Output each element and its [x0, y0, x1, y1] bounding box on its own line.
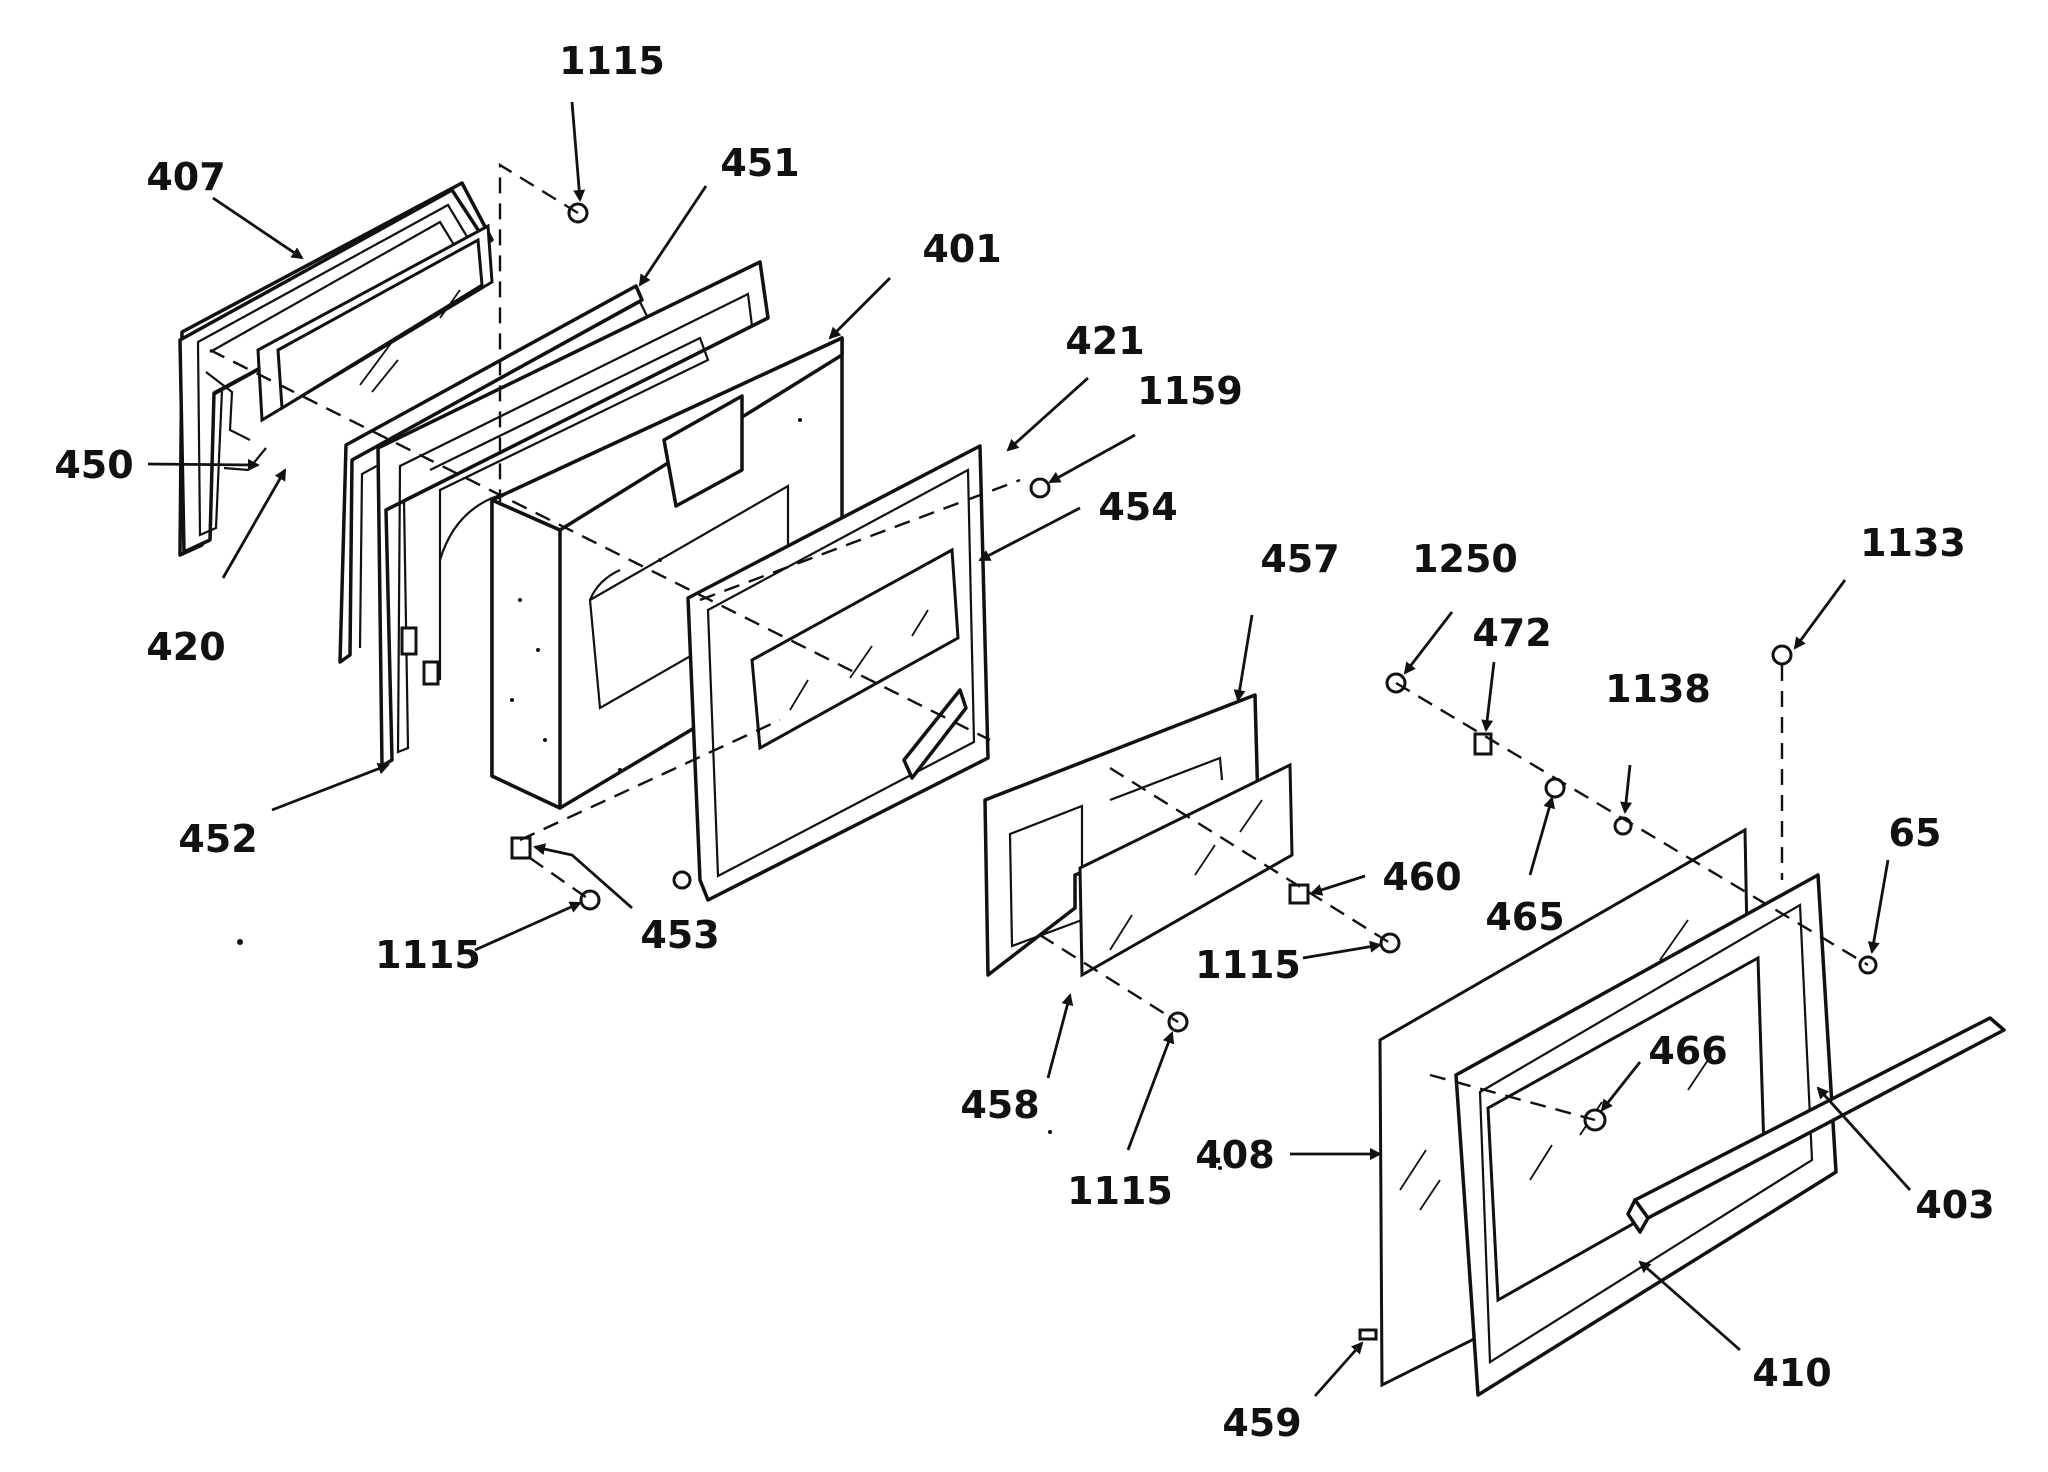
- label-452: 452: [178, 817, 257, 861]
- part-421-inner-frame: [672, 444, 990, 902]
- label-65: 65: [1889, 811, 1942, 855]
- label-410: 410: [1752, 1351, 1831, 1395]
- label-1115-left: 1115: [375, 933, 481, 977]
- part-410-outer-frame: [1454, 873, 1838, 1397]
- label-466: 466: [1648, 1029, 1727, 1073]
- part-454-glass: [750, 547, 960, 751]
- part-labels: 407 1115 451 401 421 1159 450 454 457 12…: [54, 39, 1994, 1445]
- nut-1159: [1029, 477, 1051, 499]
- label-421: 421: [1065, 319, 1144, 363]
- part-420-inner-glass: [256, 223, 494, 423]
- label-1250: 1250: [1412, 537, 1518, 581]
- part-403-handle: [1626, 1016, 2006, 1234]
- clip-453: [510, 836, 532, 860]
- part-452-liner: [376, 260, 770, 768]
- label-407: 407: [146, 155, 225, 199]
- label-459: 459: [1222, 1401, 1301, 1445]
- scan-speck: [1048, 1130, 1052, 1134]
- label-1138: 1138: [1605, 667, 1711, 711]
- label-1159: 1159: [1137, 369, 1243, 413]
- label-1133: 1133: [1860, 521, 1966, 565]
- clip-460: [1288, 883, 1310, 905]
- label-1115-top: 1115: [559, 39, 665, 83]
- label-420: 420: [146, 625, 225, 669]
- label-403: 403: [1915, 1183, 1994, 1227]
- label-1115-mid: 1115: [1195, 943, 1301, 987]
- screw-1133: [1771, 644, 1793, 666]
- label-472: 472: [1472, 611, 1551, 655]
- label-457: 457: [1260, 537, 1339, 581]
- washer-1138: [1613, 816, 1633, 836]
- label-454: 454: [1098, 485, 1177, 529]
- scan-speck: [1218, 1166, 1222, 1170]
- scan-speck: [237, 939, 243, 945]
- hardware: [510, 202, 1878, 1341]
- leader-arrows: [147, 101, 1912, 1397]
- label-450: 450: [54, 443, 133, 487]
- screw-1115-mid: [1379, 932, 1401, 954]
- clip-472: [1473, 732, 1493, 756]
- label-451: 451: [720, 141, 799, 185]
- label-465: 465: [1485, 895, 1564, 939]
- label-453: 453: [640, 913, 719, 957]
- label-460: 460: [1382, 855, 1461, 899]
- label-401: 401: [922, 227, 1001, 271]
- label-1115-bottom: 1115: [1067, 1169, 1173, 1213]
- screw-1115-left: [579, 889, 601, 911]
- label-458: 458: [960, 1083, 1039, 1127]
- pin-459: [1358, 1328, 1378, 1341]
- assembly-lines: [209, 162, 1869, 1122]
- part-458-glass-panel: [1078, 762, 1294, 978]
- part-457-plate: [983, 693, 1260, 977]
- label-408: 408: [1195, 1133, 1274, 1177]
